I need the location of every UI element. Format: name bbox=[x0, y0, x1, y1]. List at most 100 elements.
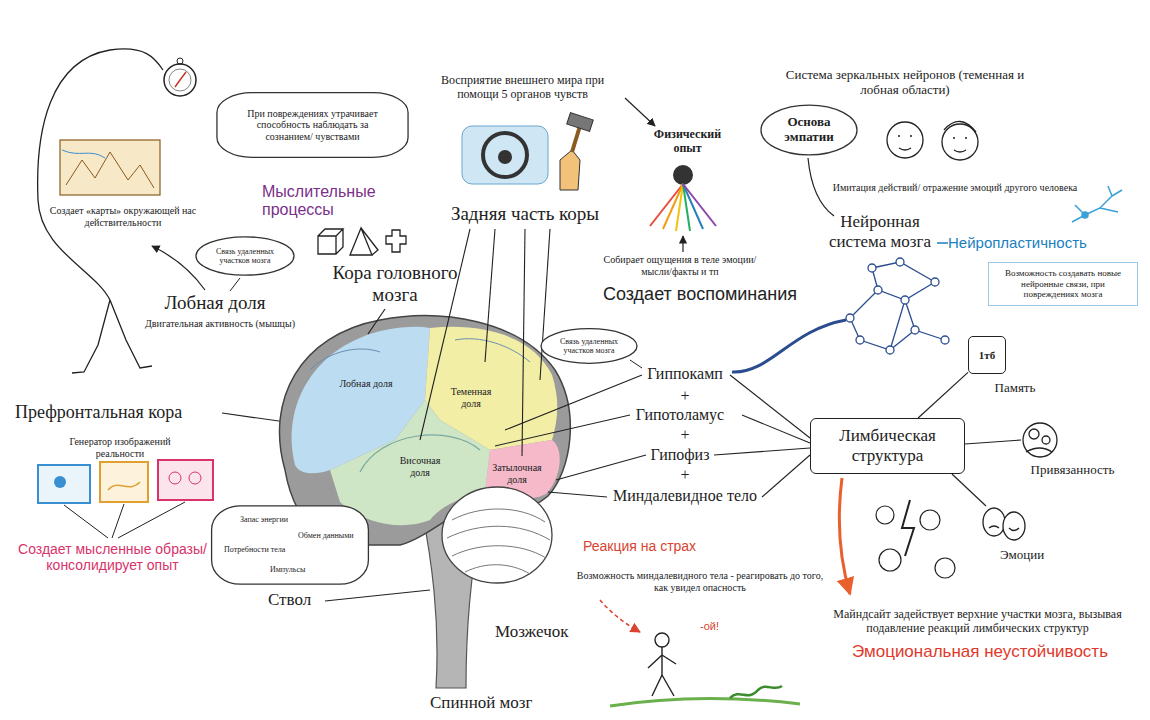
leader-line bbox=[742, 415, 810, 443]
leader-line bbox=[965, 440, 1021, 444]
reality-images bbox=[38, 460, 213, 538]
text-label: Имитация действий/ отражение эмоций друг… bbox=[830, 182, 1080, 194]
pyramid-shape bbox=[350, 228, 378, 255]
node-text: Лимбическая структура bbox=[819, 426, 956, 465]
mask bbox=[983, 508, 1005, 536]
text-label: Гиппокамп bbox=[630, 365, 740, 383]
network-node bbox=[874, 286, 882, 294]
text-label: -ой! bbox=[700, 620, 740, 633]
text-label: Майндсайт задействует верхние участки мо… bbox=[815, 608, 1140, 636]
network-node bbox=[846, 314, 854, 322]
figure-line bbox=[38, 49, 163, 300]
text-label: Реакция на страх bbox=[583, 538, 743, 554]
snake-line bbox=[732, 320, 846, 372]
node-text: При повреждениях утрачивает способность … bbox=[233, 108, 392, 143]
leader-line bbox=[630, 360, 642, 368]
image-detail bbox=[54, 476, 66, 488]
map-icon bbox=[60, 140, 160, 195]
leader-arrow bbox=[625, 98, 655, 126]
network-node bbox=[931, 278, 939, 286]
text-label: Затылочная доля bbox=[488, 462, 546, 485]
image-frame bbox=[38, 465, 90, 503]
link-oval-shape bbox=[196, 237, 294, 275]
text-label: Лобная доля bbox=[150, 292, 280, 314]
stem-cloud-shape bbox=[212, 506, 369, 584]
text-label: Создает воспоминания bbox=[590, 284, 810, 305]
text-label: Лобная доля bbox=[335, 378, 397, 390]
neuron-icon bbox=[1072, 186, 1122, 222]
face-icon bbox=[876, 506, 894, 524]
cross-shape bbox=[386, 230, 406, 252]
face-features bbox=[898, 136, 912, 150]
text-label: Мозжечок bbox=[495, 622, 605, 642]
node-text: Импульсы bbox=[270, 565, 305, 574]
steering-hub bbox=[498, 150, 512, 164]
text-label: + bbox=[670, 426, 700, 444]
cerebellum bbox=[442, 487, 552, 583]
face-icon bbox=[935, 558, 955, 578]
text-label: Миндалевидное тело bbox=[590, 487, 780, 505]
text-label: Создает мысленные образы/ консолидирует … bbox=[5, 541, 220, 573]
ground-path bbox=[610, 698, 800, 706]
mask bbox=[1003, 512, 1025, 540]
text-label: Префронтальная кора bbox=[15, 402, 220, 423]
sensation-fan bbox=[650, 166, 716, 231]
suppression-arrow bbox=[839, 478, 850, 594]
text-label: Височная доля bbox=[390, 455, 450, 478]
attachment-icon bbox=[1023, 423, 1057, 457]
text-label: Система зеркальных нейронов (теменная и … bbox=[780, 68, 1030, 98]
senses-icons bbox=[462, 113, 593, 190]
text-label: Кора головного мозга bbox=[320, 262, 470, 306]
map-mountains bbox=[66, 152, 154, 188]
text-label: Двигательная активность (мышцы) bbox=[140, 318, 300, 330]
node-text: 1тб bbox=[979, 349, 995, 362]
leader-line bbox=[937, 242, 948, 244]
hammer-handle bbox=[572, 126, 580, 152]
text-label: Привязанность bbox=[1010, 463, 1135, 478]
link-oval: Связь удаленных участков мозга bbox=[195, 236, 295, 276]
leader-line bbox=[325, 590, 430, 601]
text-label: Возможность миндалевидного тела - реагир… bbox=[575, 570, 825, 593]
face-icon bbox=[887, 122, 923, 158]
text-label: Гипофиз bbox=[630, 446, 730, 464]
text-label: Теменная доля bbox=[440, 386, 502, 409]
network-node bbox=[901, 296, 909, 304]
person-body bbox=[648, 647, 676, 696]
speech-cloud: При повреждениях утрачивает способность … bbox=[215, 92, 410, 158]
people-icons bbox=[876, 500, 955, 578]
compass-loop bbox=[177, 58, 183, 64]
fear-arrow bbox=[600, 600, 640, 632]
text-label: + bbox=[670, 466, 700, 484]
brain-fold bbox=[310, 339, 530, 370]
brain-fold bbox=[360, 435, 480, 472]
node-text: Запас энергии bbox=[240, 515, 288, 524]
stem-cloud: Запас энергииПотребности телаОбмен данны… bbox=[210, 505, 370, 585]
link-oval: Связь удаленных участков мозга bbox=[540, 328, 638, 364]
compass-icon bbox=[164, 58, 196, 96]
cube-shape bbox=[318, 229, 343, 254]
face-icon bbox=[920, 510, 940, 530]
map-river bbox=[62, 150, 105, 158]
text-label: Физический опыт bbox=[640, 128, 735, 156]
leader-line bbox=[368, 309, 385, 334]
person-head bbox=[655, 633, 669, 647]
text-label: Собирает ощущения в теле эмоции/мысли/фа… bbox=[590, 254, 770, 277]
link-oval-shape bbox=[541, 329, 637, 364]
network-node bbox=[941, 336, 949, 344]
empathy-oval-shape bbox=[761, 105, 857, 155]
icon-body bbox=[1026, 448, 1052, 452]
compass-ring bbox=[164, 64, 196, 96]
image-detail bbox=[108, 482, 140, 490]
leader-line bbox=[730, 375, 810, 438]
hammer-head bbox=[567, 113, 594, 132]
leader-line bbox=[230, 278, 240, 291]
mirror-faces bbox=[887, 121, 978, 160]
leader-line bbox=[952, 474, 986, 506]
map-sheet bbox=[60, 140, 160, 195]
snake-icon bbox=[730, 686, 782, 698]
face-features bbox=[944, 121, 976, 152]
image-detail bbox=[189, 472, 201, 484]
icon-head bbox=[1042, 436, 1050, 444]
steering-wheel bbox=[483, 133, 527, 177]
